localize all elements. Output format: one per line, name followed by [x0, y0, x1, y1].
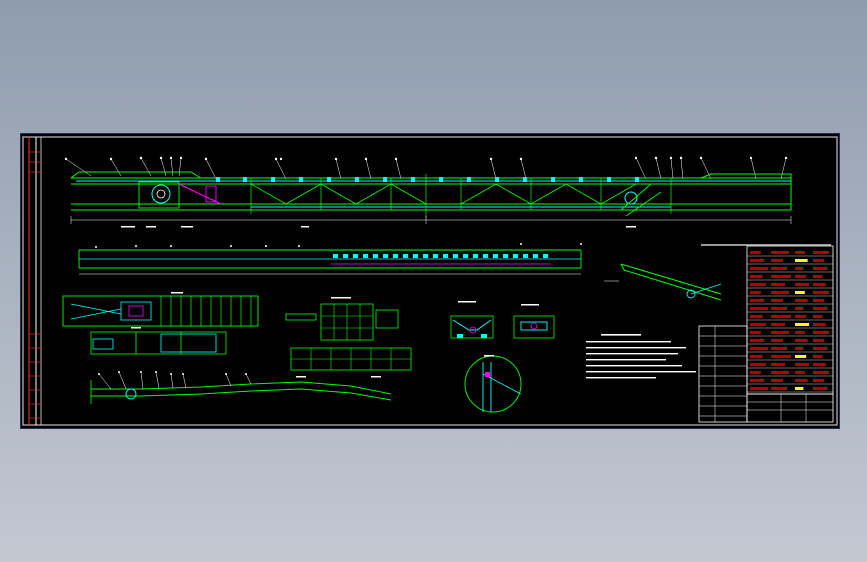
parts-list-row	[747, 275, 833, 281]
leader-markers	[64, 156, 788, 161]
section-a-detail	[450, 301, 494, 339]
parts-list-row	[747, 331, 833, 337]
parts-list-row	[747, 259, 833, 265]
parts-list-row	[747, 355, 833, 361]
plan-view	[78, 243, 582, 275]
technical-notes	[586, 334, 696, 379]
left-margin-strip	[28, 137, 42, 425]
tail-end-side-view	[90, 371, 392, 404]
parts-list-row	[747, 379, 833, 385]
support-frame-detail	[285, 297, 412, 378]
tail-pulley-icon	[620, 183, 662, 217]
sheet-border	[22, 136, 838, 426]
parts-list-row	[747, 299, 833, 305]
title-block	[698, 325, 834, 423]
cad-drawing-viewport[interactable]	[20, 133, 840, 429]
idler-roller-icon	[216, 177, 639, 182]
parts-list-row	[747, 339, 833, 345]
parts-list-row	[747, 371, 833, 377]
parts-list-row	[747, 307, 833, 313]
parts-list-row	[747, 323, 833, 329]
parts-list-row	[747, 315, 833, 321]
section-b-detail	[513, 304, 555, 339]
circular-detail	[464, 355, 522, 413]
parts-list-row	[747, 363, 833, 369]
parts-list-row	[747, 387, 833, 393]
inclined-detail	[604, 263, 722, 301]
parts-list	[701, 244, 834, 395]
parts-list-row	[747, 291, 833, 297]
main-elevation-view	[64, 156, 792, 228]
parts-list-row	[747, 251, 833, 257]
parts-list-row	[747, 283, 833, 289]
parts-list-row	[747, 267, 833, 273]
parts-list-row	[747, 347, 833, 353]
drive-pulley-icon	[138, 181, 222, 209]
head-end-plan-view	[62, 292, 259, 355]
conveyor-drawing-sheet	[22, 136, 838, 426]
